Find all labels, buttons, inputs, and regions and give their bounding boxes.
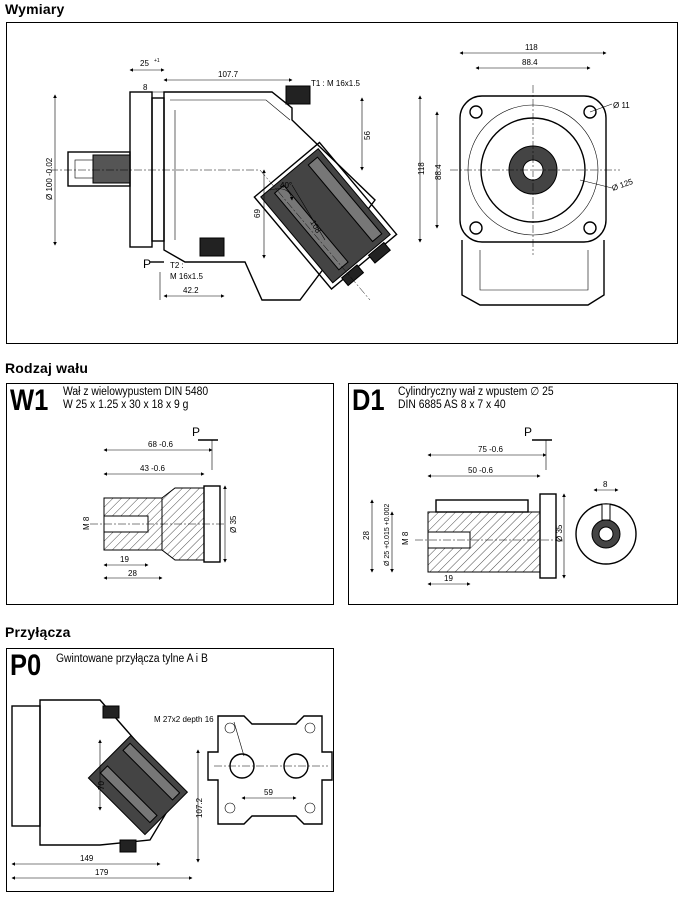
d1-flange xyxy=(539,493,557,579)
p0-bolt-hole-br xyxy=(304,802,316,814)
w1-dim-68: 68 -0.6 xyxy=(148,440,173,449)
port-t1 xyxy=(285,85,311,105)
ports-p0-description: Gwintowane przyłącza tylne A i B xyxy=(56,653,208,665)
p0-port-bottom xyxy=(119,839,137,853)
w1-dim-35: Ø 35 xyxy=(229,515,238,533)
shaft-d1-code: D1 xyxy=(352,384,385,417)
ports-heading: Przyłącza xyxy=(5,624,71,640)
bolt-hole-br xyxy=(583,221,597,235)
ports-p0-panel xyxy=(6,648,334,892)
shaft-d1-description-line2: DIN 6885 AS 8 x 7 x 40 xyxy=(398,399,506,411)
d1-dim-m8: M 8 xyxy=(401,531,410,545)
w1-dim-28: 28 xyxy=(128,569,137,578)
front-dim-125: Ø 125 xyxy=(611,177,635,193)
w1-shaft-body xyxy=(161,487,205,561)
p0-cylinder-block xyxy=(87,734,189,836)
cylinder-block xyxy=(253,141,398,290)
mounting-flange xyxy=(129,91,153,248)
shaft-d1-description-line1: Cylindryczny wał z wpustem ∅ 25 xyxy=(398,386,554,398)
shaft-spline xyxy=(92,154,131,184)
p0-dim-149: 149 xyxy=(80,854,94,863)
d1-dim-8-key: 8 xyxy=(603,480,608,489)
dim-107-7: 107.7 xyxy=(218,70,239,79)
p0-thread-label: M 27x2 depth 16 xyxy=(154,715,214,724)
p0-port-top xyxy=(102,705,120,719)
dimensions-heading: Wymiary xyxy=(5,1,65,17)
front-dim-88-4-side: 88.4 xyxy=(434,164,443,180)
p0-dim-70: 70 xyxy=(97,781,106,790)
port-t2-thread: M 16x1.5 xyxy=(170,272,203,281)
p0-dim-107-2: 107.2 xyxy=(195,797,204,818)
front-dim-88-4-top: 88.4 xyxy=(522,58,538,67)
motor-front-view: 118 88.4 Ø 11 118 88.4 Ø 125 xyxy=(417,43,635,306)
p0-flange xyxy=(11,705,41,827)
p0-dim-179: 179 xyxy=(95,868,109,877)
d1-dim-50: 50 -0.6 xyxy=(468,466,493,475)
p0-bolt-hole-tl xyxy=(224,722,236,734)
port-t2 xyxy=(199,237,225,257)
d1-end-view-keyway xyxy=(601,503,611,521)
motor-side-view: 25 +1 107.7 8 T1 : M 16x1.5 56 Ø 100 -0.… xyxy=(45,58,398,301)
d1-key xyxy=(435,499,529,513)
ports-p0-code: P0 xyxy=(10,649,42,682)
motor-housing xyxy=(163,91,376,301)
shaft-w1-drawing: 68 -0.6 43 -0.6 P M 8 Ø 35 19 28 xyxy=(82,425,238,580)
shaft-d1-drawing: 75 -0.6 50 -0.6 P 28 Ø 25 +0.015 +0.002 … xyxy=(362,425,637,586)
d1-dim-25: Ø 25 +0.015 +0.002 xyxy=(384,504,391,566)
dim-8: 8 xyxy=(143,83,148,92)
p0-port-plate xyxy=(207,715,333,825)
p0-dim-59: 59 xyxy=(264,788,273,797)
dim-42-2: 42.2 xyxy=(183,286,199,295)
w1-dim-m8: M 8 xyxy=(82,516,91,530)
shaft-type-heading: Rodzaj wału xyxy=(5,360,89,376)
w1-dim-43: 43 -0.6 xyxy=(140,464,165,473)
p0-bolt-hole-tr xyxy=(304,722,316,734)
dim-25: 25 xyxy=(140,59,149,68)
dim-25-tolerance: +1 xyxy=(154,58,160,64)
p-label-main: P xyxy=(143,257,151,271)
d1-dim-28: 28 xyxy=(362,531,371,540)
front-base xyxy=(461,240,605,306)
d1-dim-35: Ø 35 xyxy=(555,524,564,542)
w1-dim-19: 19 xyxy=(120,555,129,564)
d1-dim-19: 19 xyxy=(444,574,453,583)
shaft-key xyxy=(74,159,94,179)
port-t2-label: T2 : xyxy=(170,261,184,270)
port-t1-label: T1 : M 16x1.5 xyxy=(311,79,360,88)
d1-p-label: P xyxy=(524,425,532,439)
w1-p-label: P xyxy=(192,425,200,439)
shaft-w1-description-line2: W 25 x 1.25 x 30 x 18 x 9 g xyxy=(63,399,189,411)
ports-p0-drawing: 70 107.2 149 179 M 27x2 depth 16 59 xyxy=(11,699,333,880)
front-dim-118-top: 118 xyxy=(525,43,538,52)
front-dim-118-side: 118 xyxy=(417,162,426,175)
angle-40: 40° xyxy=(280,181,292,190)
front-dim-11: Ø 11 xyxy=(613,101,630,110)
dim-56: 56 xyxy=(363,131,372,140)
shaft-w1-description-line1: Wał z wielowypustem DIN 5480 xyxy=(63,386,209,398)
dim-69: 69 xyxy=(253,209,262,218)
d1-dim-75: 75 -0.6 xyxy=(478,445,503,454)
p0-bolt-hole-bl xyxy=(224,802,236,814)
bolt-hole-bl xyxy=(469,221,483,235)
flange-collar xyxy=(151,97,165,242)
dim-diameter-100: Ø 100 -0.02 xyxy=(45,157,54,200)
bolt-hole-tl xyxy=(469,105,483,119)
bolt-hole-tr xyxy=(583,105,597,119)
shaft-w1-code: W1 xyxy=(10,384,49,417)
